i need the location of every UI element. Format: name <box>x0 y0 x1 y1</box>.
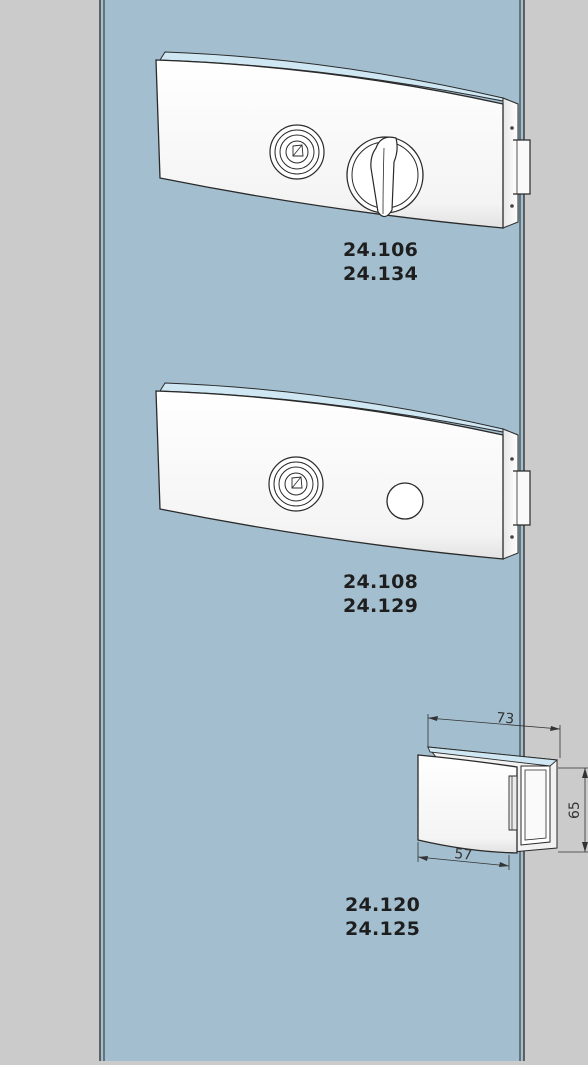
product-label-strike-keeper: 24.120 24.125 <box>345 893 420 941</box>
strike-keeper <box>417 746 559 854</box>
lock-cylinder <box>268 456 324 512</box>
dimension-label-73: 73 <box>496 710 515 727</box>
dimension-label-65: 65 <box>567 801 583 819</box>
product-code: 24.108 <box>343 571 419 593</box>
product-code: 24.106 <box>343 239 419 261</box>
product-code: 24.125 <box>345 918 421 940</box>
dimension-label-57: 57 <box>454 846 473 864</box>
product-label-round-knob: 24.108 24.129 <box>343 570 418 618</box>
dimension-total-width: 73 <box>427 710 561 758</box>
lock-thumb-turn <box>155 51 531 229</box>
dimension-body-width: 57 <box>417 842 510 870</box>
round-knob <box>386 482 424 520</box>
product-label-thumb-turn: 24.106 24.134 <box>343 238 418 286</box>
product-code: 24.129 <box>343 595 419 617</box>
lock-round-knob <box>155 382 531 560</box>
dimension-height: 65 <box>558 767 588 853</box>
lock-cylinder <box>269 124 325 180</box>
product-code: 24.120 <box>345 894 421 916</box>
thumb-turn-knob <box>346 136 424 218</box>
product-code: 24.134 <box>343 263 419 285</box>
